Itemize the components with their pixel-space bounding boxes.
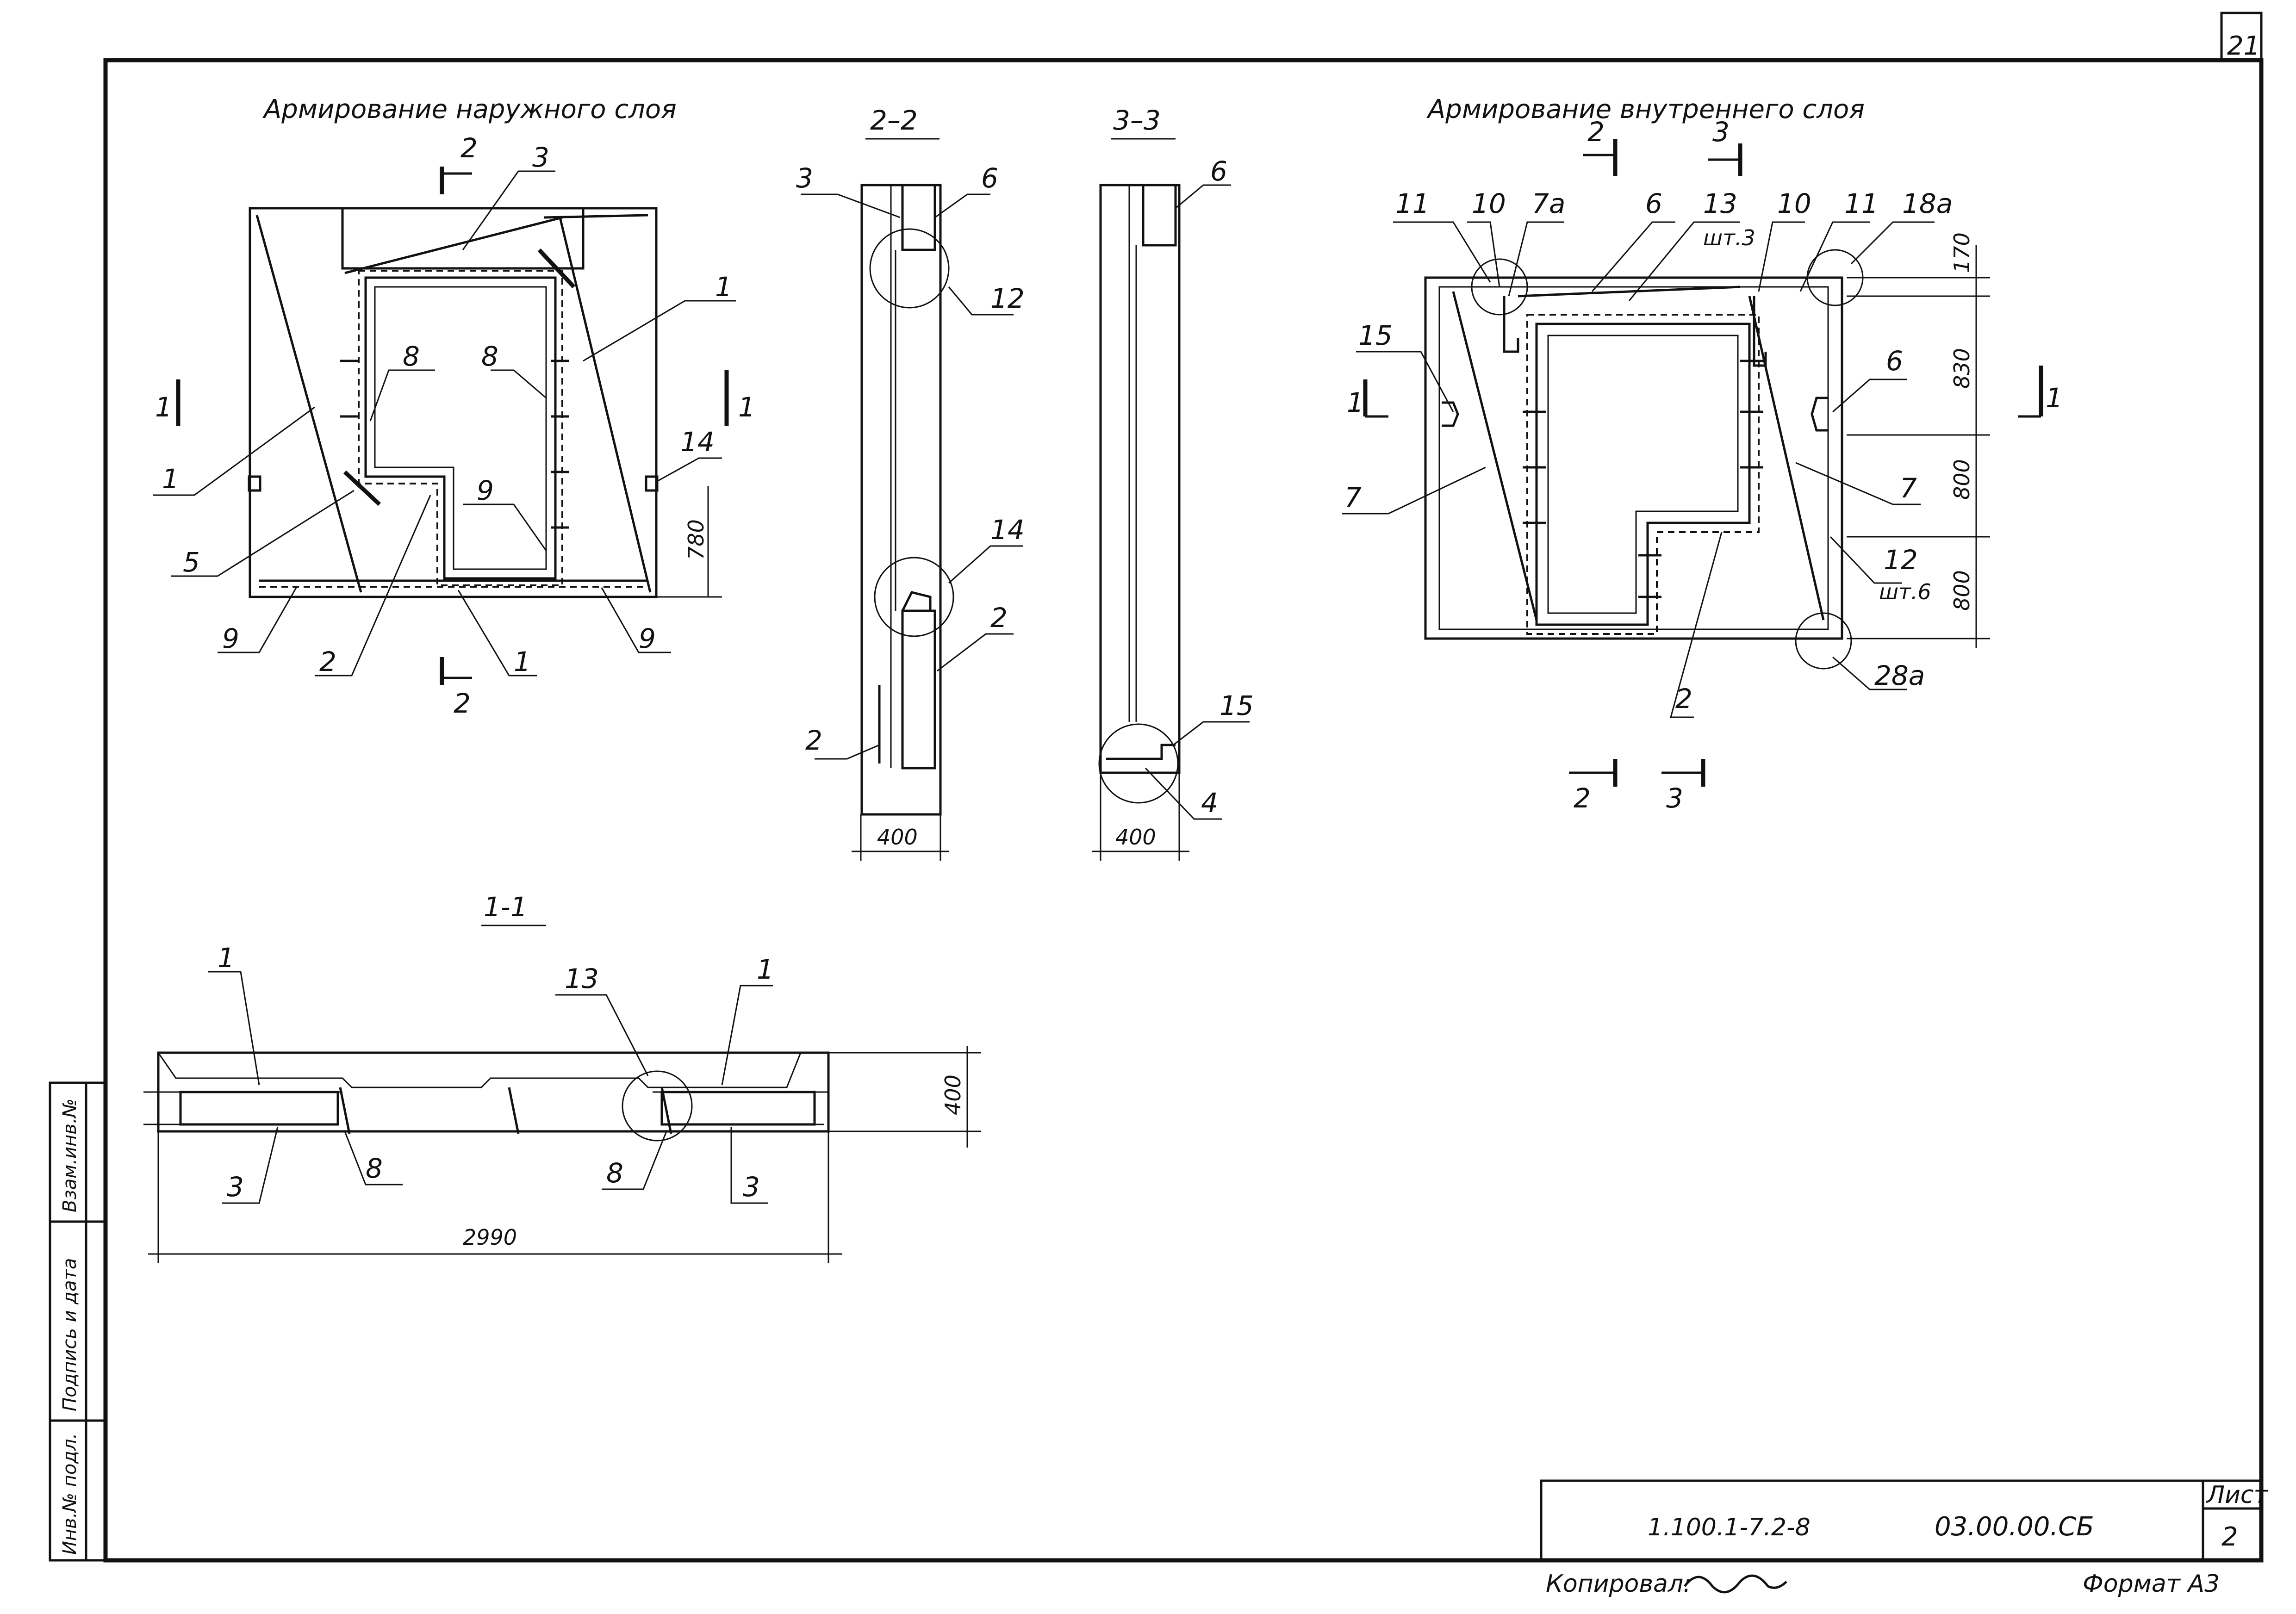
section33-label-4: 4 bbox=[1201, 787, 1218, 819]
inner-label-7a: 7а bbox=[1532, 188, 1565, 219]
outer-label-14: 14 bbox=[680, 426, 715, 458]
section33-dim-400: 400 bbox=[1115, 825, 1156, 850]
section-2-2: 2–2 400 3 6 12 14 2 2 bbox=[796, 105, 1025, 861]
section22-label-14: 14 bbox=[990, 514, 1025, 546]
list-label: Лист bbox=[2206, 1481, 2268, 1509]
copier-signature-icon bbox=[1684, 1574, 1787, 1594]
outer-dim-780: 780 bbox=[684, 519, 709, 560]
section22-label-6: 6 bbox=[981, 162, 998, 194]
list-value: 2 bbox=[2221, 1522, 2238, 1552]
inner-dim-800-lower: 800 bbox=[1949, 570, 1974, 611]
outer-label-9-left: 9 bbox=[222, 623, 239, 654]
section22-label-3: 3 bbox=[796, 162, 813, 194]
inner-cut-2-top: 2 bbox=[1587, 116, 1605, 148]
section11-label-8-left: 8 bbox=[366, 1153, 383, 1184]
section-3-3: 3–3 400 6 15 4 bbox=[1092, 105, 1254, 861]
section11-dim-400: 400 bbox=[940, 1074, 965, 1115]
outer-label-2: 2 bbox=[319, 646, 336, 677]
sheet-frame: 21 bbox=[103, 12, 2264, 1563]
section11-label-1-right: 1 bbox=[757, 954, 774, 985]
section11-label-3-right: 3 bbox=[743, 1171, 760, 1203]
inner-cut-1-right: 1 bbox=[2046, 382, 2063, 414]
inner-label-12-qty: шт.6 bbox=[1879, 579, 1931, 604]
inner-label-6-right: 6 bbox=[1886, 345, 1903, 377]
section11-title: 1-1 bbox=[484, 891, 528, 923]
section33-title: 3–3 bbox=[1113, 105, 1161, 136]
doc-code-left: 1.100.1-7.2-8 bbox=[1648, 1514, 1811, 1541]
section22-title: 2–2 bbox=[870, 105, 918, 136]
section22-label-2-right: 2 bbox=[990, 602, 1008, 633]
section-1-1: 1-1 400 2990 1 13 1 3 8 8 bbox=[143, 891, 981, 1263]
inner-dim-800-upper: 800 bbox=[1949, 459, 1974, 500]
section33-label-6: 6 bbox=[1210, 155, 1227, 187]
outer-title: Армирование наружного слоя bbox=[262, 94, 677, 124]
sheet-format: Формат А3 bbox=[2083, 1570, 2220, 1598]
outer-label-5: 5 bbox=[183, 546, 200, 578]
inner-cut-1-left: 1 bbox=[1347, 387, 1364, 418]
inner-label-13: 13 bbox=[1703, 188, 1737, 219]
inner-cut-3-bottom: 3 bbox=[1666, 782, 1683, 814]
section22-label-12: 12 bbox=[990, 283, 1025, 314]
outer-label-3: 3 bbox=[532, 142, 549, 173]
outer-label-1-left: 1 bbox=[162, 463, 179, 495]
inner-label-15: 15 bbox=[1358, 320, 1393, 351]
inner-label-28a: 28а bbox=[1874, 660, 1925, 691]
outer-label-8-left: 8 bbox=[403, 341, 420, 372]
outer-label-9-center: 9 bbox=[477, 475, 494, 506]
outer-cut-2-top: 2 bbox=[460, 132, 478, 164]
title-block: Лист 2 1.100.1-7.2-8 03.00.00.СБ Копиров… bbox=[1540, 1479, 2268, 1598]
section11-label-13: 13 bbox=[565, 963, 599, 994]
sheet-number-top: 21 bbox=[2227, 31, 2260, 61]
inner-label-12: 12 bbox=[1884, 544, 1918, 576]
outer-cut-2-bottom: 2 bbox=[454, 688, 471, 719]
inner-label-6-top: 6 bbox=[1645, 188, 1662, 219]
outer-cut-1-right: 1 bbox=[738, 391, 755, 423]
section11-label-1-left: 1 bbox=[218, 942, 235, 974]
outer-label-1-top: 1 bbox=[715, 271, 732, 303]
section22-dim-400: 400 bbox=[877, 825, 918, 850]
inner-label-2: 2 bbox=[1675, 683, 1692, 714]
inner-label-13-qty: шт.3 bbox=[1703, 225, 1755, 250]
inner-label-18a: 18а bbox=[1902, 188, 1953, 219]
section11-dim-2990: 2990 bbox=[463, 1225, 517, 1250]
side-stamp: Взам.инв.№ Подпись и дата Инв.№ подл. bbox=[49, 1081, 107, 1562]
inner-cut-3-top: 3 bbox=[1712, 116, 1730, 148]
section33-label-15: 15 bbox=[1220, 690, 1254, 721]
section11-label-8-right: 8 bbox=[606, 1157, 623, 1189]
outer-label-8-right: 8 bbox=[481, 341, 498, 372]
inner-layer-view: Армирование внутреннего слоя 2 bbox=[1342, 94, 2063, 814]
inner-label-7-right: 7 bbox=[1900, 472, 1917, 504]
inner-dim-830: 830 bbox=[1949, 348, 1974, 389]
doc-code-right: 03.00.00.СБ bbox=[1935, 1512, 2094, 1542]
inner-cut-2-bottom: 2 bbox=[1574, 782, 1591, 814]
section22-label-2-left: 2 bbox=[805, 725, 822, 756]
copied-by: Копировал: bbox=[1546, 1570, 1692, 1598]
inner-label-11-right: 11 bbox=[1844, 188, 1879, 219]
outer-layer-view: Армирование наружного слоя 2 bbox=[153, 94, 755, 719]
side-inv-num: Инв.№ подл. bbox=[59, 1433, 81, 1555]
outer-label-1-bottom: 1 bbox=[514, 646, 531, 677]
section11-label-3-left: 3 bbox=[227, 1171, 244, 1203]
inner-label-10-right: 10 bbox=[1777, 188, 1811, 219]
inner-label-11-left: 11 bbox=[1395, 188, 1430, 219]
side-replace-inv: Взам.инв.№ bbox=[59, 1099, 81, 1212]
outer-label-9-right: 9 bbox=[639, 623, 656, 654]
side-sign-date: Подпись и дата bbox=[59, 1258, 81, 1411]
inner-dim-170: 170 bbox=[1949, 232, 1974, 273]
inner-title: Армирование внутреннего слоя bbox=[1426, 94, 1865, 124]
inner-label-10-left: 10 bbox=[1472, 188, 1506, 219]
outer-cut-1-left: 1 bbox=[155, 391, 172, 423]
inner-label-7-left: 7 bbox=[1344, 482, 1362, 513]
